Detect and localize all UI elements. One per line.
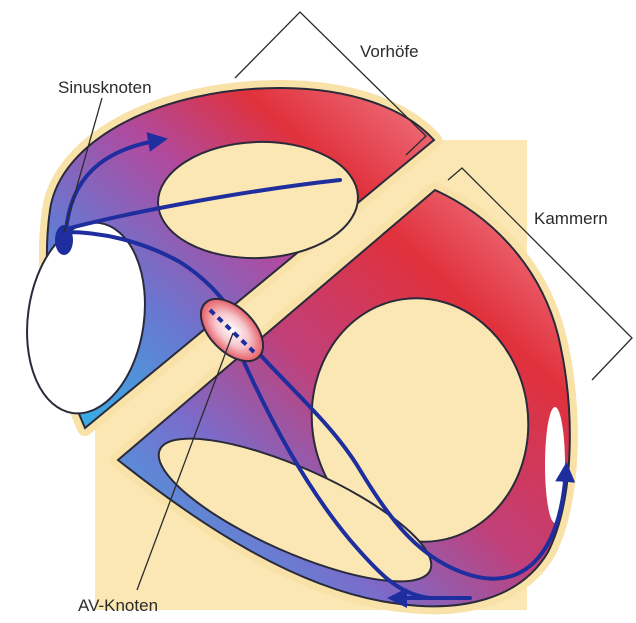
label-atria: Vorhöfe <box>360 42 419 61</box>
sinus-node <box>55 225 73 255</box>
label-av-node: AV-Knoten <box>78 596 158 615</box>
label-ventricles: Kammern <box>534 209 608 228</box>
label-sinus-node: Sinusknoten <box>58 78 152 97</box>
